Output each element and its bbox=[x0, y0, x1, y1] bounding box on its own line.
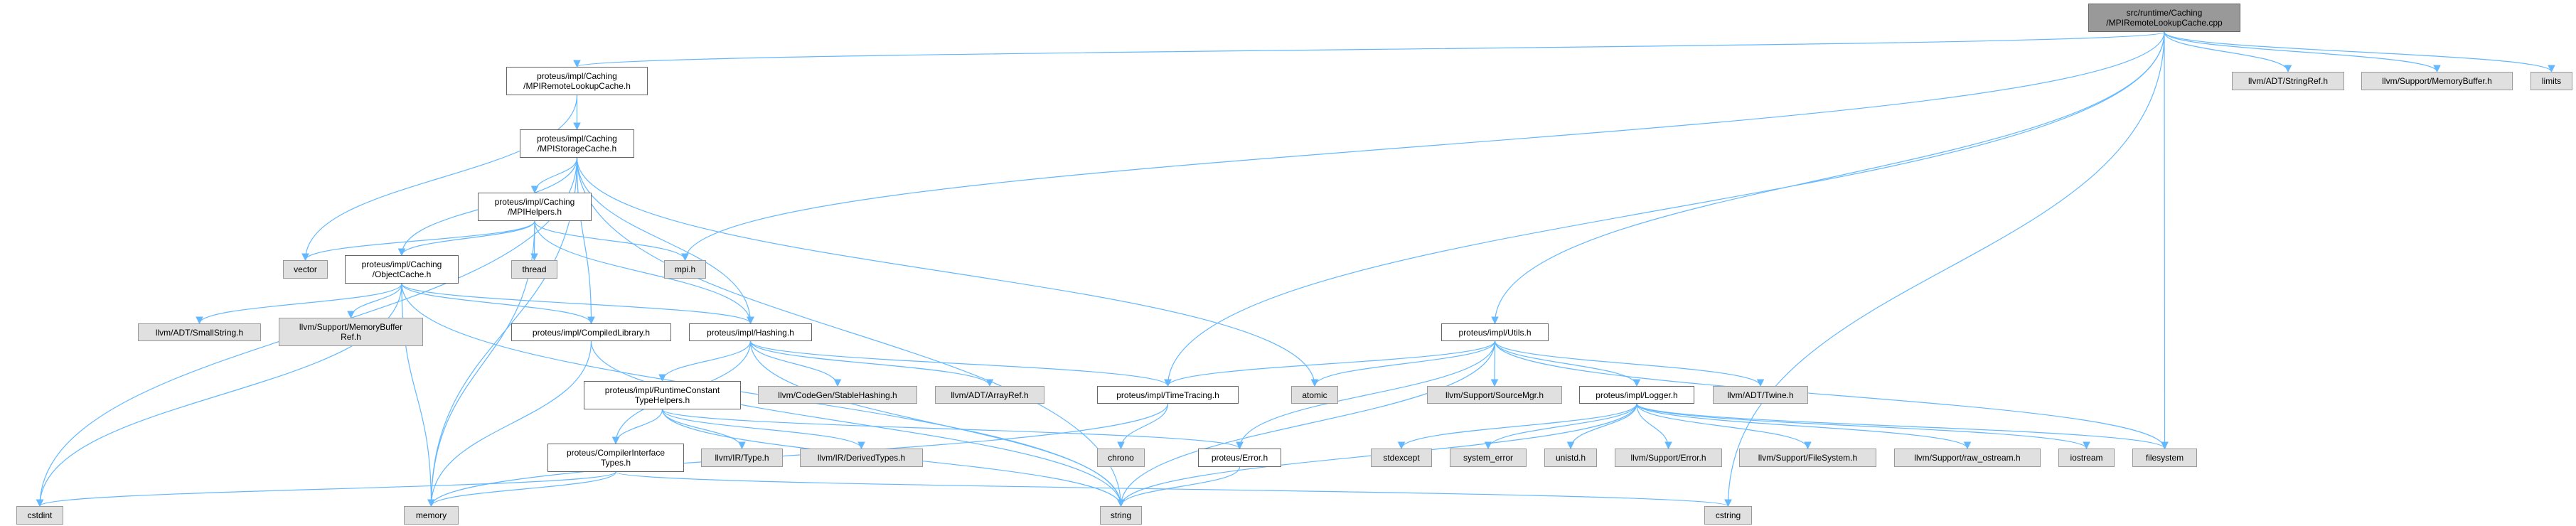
edge-utils-to-atomic bbox=[1310, 340, 1496, 387]
edge-timetracing-to-chrono bbox=[1117, 403, 1169, 450]
edge-utils-to-filesystem bbox=[1494, 340, 2169, 450]
edge-logger-to-iostream bbox=[1636, 403, 2090, 450]
edge-logger-to-syserror bbox=[1484, 403, 1637, 450]
graph-node-membufref: llvm/Support/MemoryBuffer Ref.h bbox=[279, 318, 423, 346]
graph-node-thread: thread bbox=[511, 260, 557, 279]
edge-logger-to-llvmerror bbox=[1636, 403, 1672, 450]
edge-objcache-to-hashing bbox=[401, 283, 754, 325]
graph-node-twine: llvm/ADT/Twine.h bbox=[1713, 386, 1808, 404]
edge-storage-to-helpers bbox=[530, 157, 578, 194]
graph-node-root[interactable]: src/runtime/Caching /MPIRemoteLookupCach… bbox=[2088, 4, 2240, 32]
edge-error-to-string bbox=[1117, 466, 1241, 508]
graph-node-sourcemgr: llvm/Support/SourceMgr.h bbox=[1427, 386, 1562, 404]
edge-root-to-membuf bbox=[2164, 31, 2441, 73]
edge-citypes-to-cstring bbox=[615, 471, 1732, 508]
edge-helpers-to-objcache bbox=[397, 220, 535, 257]
graph-node-rawostream: llvm/Support/raw_ostream.h bbox=[1894, 449, 2041, 467]
edge-rctype-to-error bbox=[661, 409, 1244, 450]
edge-citypes-to-memory bbox=[427, 471, 616, 508]
graph-node-hashing[interactable]: proteus/impl/Hashing.h bbox=[689, 323, 812, 341]
edge-helpers-to-mpi bbox=[534, 220, 689, 262]
graph-node-remoteh[interactable]: proteus/impl/Caching /MPIRemoteLookupCac… bbox=[506, 67, 648, 95]
edge-hashing-to-rctype bbox=[658, 340, 752, 382]
edge-logger-to-filesystem bbox=[1636, 403, 2169, 450]
graph-node-unistd: unistd.h bbox=[1544, 449, 1597, 467]
edge-root-to-timetracing bbox=[1164, 31, 2165, 387]
graph-node-syserror: system_error bbox=[1450, 449, 1527, 467]
edge-compiledlib-to-string bbox=[590, 340, 1125, 508]
graph-node-compiledlib[interactable]: proteus/impl/CompiledLibrary.h bbox=[511, 323, 671, 341]
graph-node-mpi: mpi.h bbox=[664, 260, 706, 279]
graph-node-rctype[interactable]: proteus/impl/RuntimeConstant TypeHelpers… bbox=[584, 381, 741, 409]
graph-node-helpers[interactable]: proteus/impl/Caching /MPIHelpers.h bbox=[478, 193, 592, 221]
edge-helpers-to-vector bbox=[301, 220, 535, 262]
edge-objcache-to-smallstring bbox=[196, 283, 402, 325]
graph-node-filesystem: filesystem bbox=[2132, 449, 2197, 467]
edge-timetracing-to-memory bbox=[427, 403, 1169, 508]
edge-objcache-to-compiledlib bbox=[401, 283, 595, 325]
edge-hashing-to-timetracing bbox=[749, 340, 1172, 387]
edge-logger-to-stdexcept bbox=[1397, 403, 1637, 450]
edge-citypes-to-cstdint bbox=[36, 471, 616, 508]
graph-node-filesystemh: llvm/Support/FileSystem.h bbox=[1739, 449, 1876, 467]
edge-root-to-utils bbox=[1491, 31, 2165, 325]
graph-node-membuf: llvm/Support/MemoryBuffer.h bbox=[2361, 72, 2513, 90]
edge-rctype-to-irtype bbox=[661, 409, 746, 450]
edge-storage-to-hashing bbox=[576, 157, 754, 325]
graph-node-smallstring: llvm/ADT/SmallString.h bbox=[138, 323, 261, 341]
edge-utils-to-string bbox=[1117, 340, 1496, 508]
graph-node-error[interactable]: proteus/Error.h bbox=[1198, 449, 1281, 467]
graph-node-objcache[interactable]: proteus/impl/Caching /ObjectCache.h bbox=[345, 255, 459, 284]
graph-node-limits: limits bbox=[2530, 72, 2572, 90]
edge-utils-to-twine bbox=[1494, 340, 1765, 387]
edge-root-to-filesystem bbox=[2161, 31, 2169, 450]
graph-node-stablehash: llvm/CodeGen/StableHashing.h bbox=[758, 386, 917, 404]
edge-objcache-to-membufref bbox=[347, 283, 402, 319]
graph-node-vector: vector bbox=[283, 260, 328, 279]
graph-node-stdexcept: stdexcept bbox=[1371, 449, 1432, 467]
edge-hashing-to-string bbox=[749, 340, 1125, 508]
graph-node-utils[interactable]: proteus/impl/Utils.h bbox=[1441, 323, 1549, 341]
edge-storage-to-memory bbox=[427, 157, 578, 508]
edge-utils-to-logger bbox=[1494, 340, 1641, 387]
graph-node-atomic: atomic bbox=[1291, 386, 1338, 404]
graph-node-chrono: chrono bbox=[1097, 449, 1145, 467]
graph-node-storage[interactable]: proteus/impl/Caching /MPIStorageCache.h bbox=[520, 129, 634, 158]
edge-root-to-cstring bbox=[1724, 31, 2165, 508]
edge-logger-to-rawostream bbox=[1636, 403, 1972, 450]
graph-node-logger[interactable]: proteus/impl/Logger.h bbox=[1579, 386, 1694, 404]
graph-node-cstring: cstring bbox=[1704, 506, 1752, 525]
edge-objcache-to-cstdint bbox=[36, 283, 402, 508]
edge-hashing-to-stablehash bbox=[749, 340, 842, 387]
edge-root-to-mpi bbox=[681, 31, 2165, 262]
edge-logger-to-unistd bbox=[1566, 403, 1637, 450]
edge-hashing-to-arrayref bbox=[749, 340, 994, 387]
graph-node-memory: memory bbox=[404, 506, 459, 525]
graph-node-citypes[interactable]: proteus/CompilerInterface Types.h bbox=[547, 444, 684, 472]
edge-storage-to-atomic bbox=[576, 157, 1319, 387]
edge-compiledlib-to-memory bbox=[427, 340, 592, 508]
edge-storage-to-string bbox=[576, 157, 1125, 508]
edge-root-to-stringref bbox=[2164, 31, 2292, 73]
edge-root-to-limits bbox=[2164, 31, 2555, 73]
edge-helpers-to-hashing bbox=[534, 220, 754, 325]
edge-rctype-to-derived bbox=[661, 409, 865, 450]
graph-node-iostream: iostream bbox=[2058, 449, 2115, 467]
edge-root-to-remoteh bbox=[574, 31, 2165, 68]
edge-remoteh-to-vector bbox=[301, 95, 578, 262]
graph-node-cstdint: cstdint bbox=[16, 506, 63, 525]
graph-node-stringref: llvm/ADT/StringRef.h bbox=[2232, 72, 2344, 90]
edge-storage-to-compiledlib bbox=[576, 157, 595, 325]
edge-logger-to-filesystemh bbox=[1636, 403, 1812, 450]
graph-node-irtype: llvm/IR/Type.h bbox=[701, 449, 783, 467]
edge-utils-to-error bbox=[1236, 340, 1496, 450]
edge-rctype-to-citypes bbox=[611, 409, 663, 445]
graph-node-string: string bbox=[1100, 506, 1142, 525]
graph-node-arrayref: llvm/ADT/ArrayRef.h bbox=[935, 386, 1044, 404]
graph-node-llvmerror: llvm/Support/Error.h bbox=[1615, 449, 1722, 467]
edge-utils-to-timetracing bbox=[1164, 340, 1496, 387]
graph-node-derived: llvm/IR/DerivedTypes.h bbox=[800, 449, 923, 467]
graph-node-timetracing[interactable]: proteus/impl/TimeTracing.h bbox=[1097, 386, 1239, 404]
